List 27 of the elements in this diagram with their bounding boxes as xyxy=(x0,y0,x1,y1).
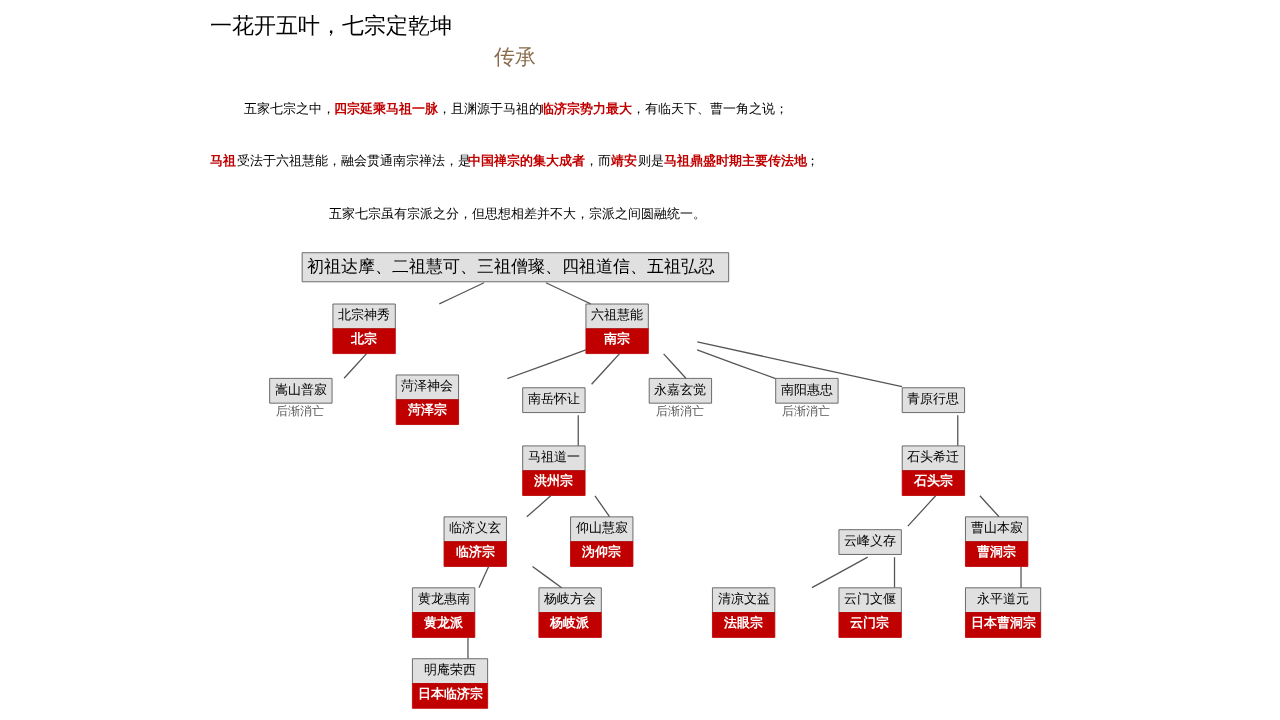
connector xyxy=(594,495,611,518)
label: 马祖受法于六祖慧能，融会贯通南宗禅法，是中国禅宗的集大成者，而靖安则是马祖鼎盛时期主要传法地； xyxy=(210,153,820,169)
connector xyxy=(506,349,587,380)
node-label: 后渐消亡 xyxy=(782,404,831,419)
connector xyxy=(696,341,903,388)
connector xyxy=(696,349,777,380)
label: 五家七宗之中，四宗延乘马祖一脉，且渊源于马祖的临济宗势力最大，有临天下、曹一角之说； xyxy=(243,100,788,116)
diagram-title: 一花开五叶，七宗定乾坤 xyxy=(210,11,453,38)
connector xyxy=(663,353,687,379)
connector xyxy=(907,495,937,527)
connector xyxy=(1020,566,1022,589)
connector xyxy=(467,637,469,660)
node-label: 后渐消亡 xyxy=(655,404,704,419)
connector xyxy=(531,565,563,589)
connector xyxy=(343,353,367,379)
connector xyxy=(545,282,592,305)
connector xyxy=(577,414,579,447)
label: 五家七宗虽有宗派之分，但思想相差并不大，宗派之间圆融统一。 xyxy=(328,206,706,222)
label: 传承 xyxy=(494,44,537,69)
connector xyxy=(893,556,896,589)
connector xyxy=(979,495,1000,518)
connector xyxy=(526,494,552,518)
connector xyxy=(811,556,869,589)
connector xyxy=(957,414,959,447)
connector xyxy=(438,282,485,305)
connector xyxy=(478,566,490,589)
node-label: 后渐消亡 xyxy=(276,404,325,419)
